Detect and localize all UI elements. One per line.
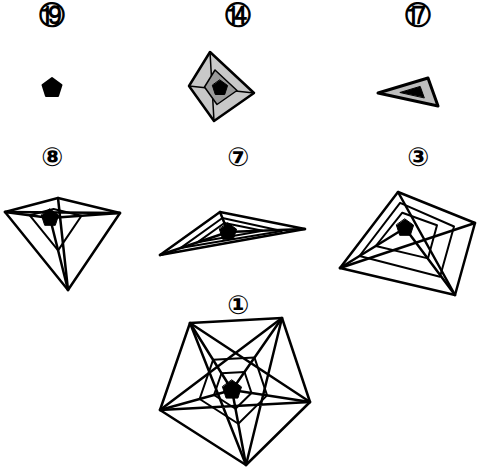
quad-figure: [5, 198, 120, 290]
callout-number: ③: [407, 144, 429, 170]
callout-number: ⑧: [41, 144, 63, 170]
callout-number: ⑲: [39, 2, 65, 28]
tetra-figure: [189, 52, 254, 121]
long-triangle-figure: [160, 212, 305, 255]
pentagon-figure: [160, 318, 310, 465]
callout-number: ①: [227, 292, 249, 318]
pentagon-figure: [43, 78, 62, 96]
callout-number: ⑦: [227, 144, 249, 170]
callout-number: ⑭: [225, 2, 251, 28]
callout-number: ⑰: [405, 2, 431, 28]
quad-figure: [340, 192, 475, 295]
triangle-figure: [378, 78, 438, 106]
